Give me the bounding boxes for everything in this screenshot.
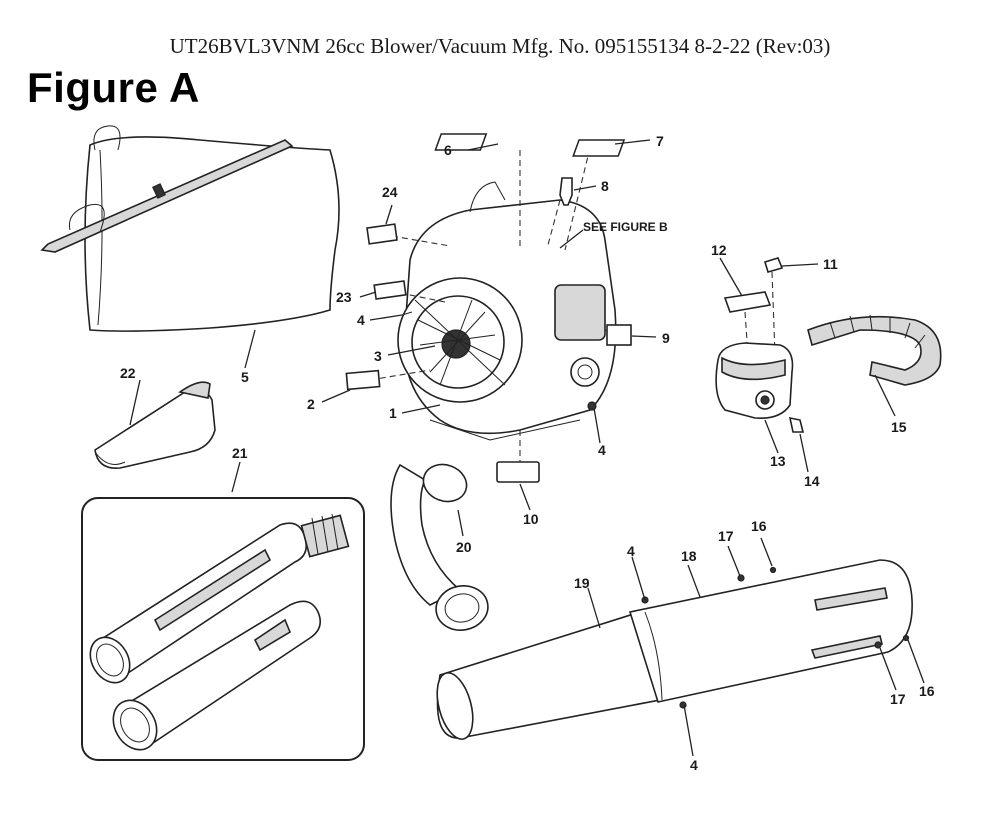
engine-assembly: [397, 181, 617, 441]
callout-15: 15: [891, 419, 907, 435]
elbow-tube: [390, 463, 489, 631]
callout-17b: 17: [890, 691, 906, 707]
vacuum-hose: [807, 314, 942, 386]
callout-23: 23: [336, 289, 352, 305]
callout-21: 21: [232, 445, 248, 461]
decal-10: [496, 461, 540, 483]
decal-2: [345, 369, 381, 391]
callout-1: 1: [389, 405, 397, 421]
blower-nozzle: [94, 379, 216, 469]
blower-tubes: [436, 559, 913, 740]
figure-title: Figure A: [27, 64, 200, 111]
callout-6: 6: [444, 142, 452, 158]
tube-kit-inset: [81, 461, 365, 761]
see-figure-b-note: SEE FIGURE B: [583, 220, 668, 234]
callout-4c: 4: [627, 543, 635, 559]
callout-5: 5: [241, 369, 249, 385]
callout-20: 20: [456, 539, 472, 555]
callout-4d: 4: [690, 757, 698, 773]
callout-13: 13: [770, 453, 786, 469]
callout-14: 14: [804, 473, 820, 489]
callout-12: 12: [711, 242, 727, 258]
callout-24: 24: [382, 184, 398, 200]
decal-6: [434, 133, 488, 151]
callout-9: 9: [662, 330, 670, 346]
callout-18: 18: [681, 548, 697, 564]
callout-7: 7: [656, 133, 664, 149]
vacuum-inlet-cover: [715, 257, 805, 433]
document-header: UT26BVL3VNM 26cc Blower/Vacuum Mfg. No. …: [169, 34, 831, 58]
vacuum-bag: [40, 125, 340, 369]
callout-19: 19: [574, 575, 590, 591]
decal-7: [572, 139, 626, 157]
callout-8: 8: [601, 178, 609, 194]
callout-22: 22: [120, 365, 136, 381]
callout-11: 11: [823, 256, 838, 272]
callout-4b: 4: [598, 442, 606, 458]
decal-24: [366, 223, 398, 245]
decal-23: [373, 280, 407, 300]
callout-2: 2: [307, 396, 315, 412]
callout-17a: 17: [718, 528, 734, 544]
spark-plug: [559, 177, 573, 206]
callout-16b: 16: [919, 683, 935, 699]
decal-9: [606, 324, 632, 346]
callout-16a: 16: [751, 518, 767, 534]
callout-3: 3: [374, 348, 382, 364]
callout-10: 10: [523, 511, 539, 527]
callout-4a: 4: [357, 312, 365, 328]
